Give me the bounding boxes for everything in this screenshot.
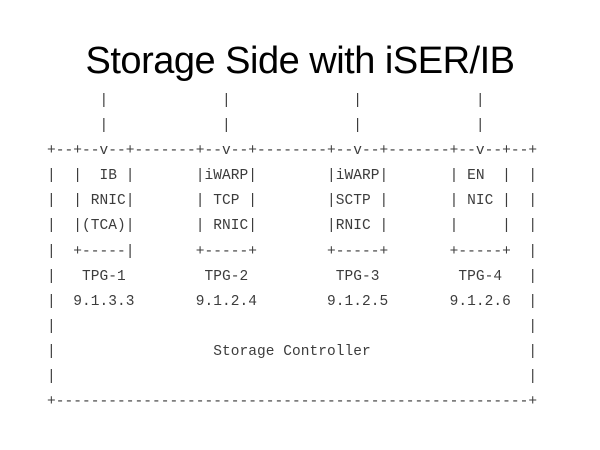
slide-title: Storage Side with iSER/IB (85, 40, 515, 82)
storage-controller-ascii-diagram: | | | | | | | | +--+--v--+-------+--v--+… (47, 93, 538, 411)
